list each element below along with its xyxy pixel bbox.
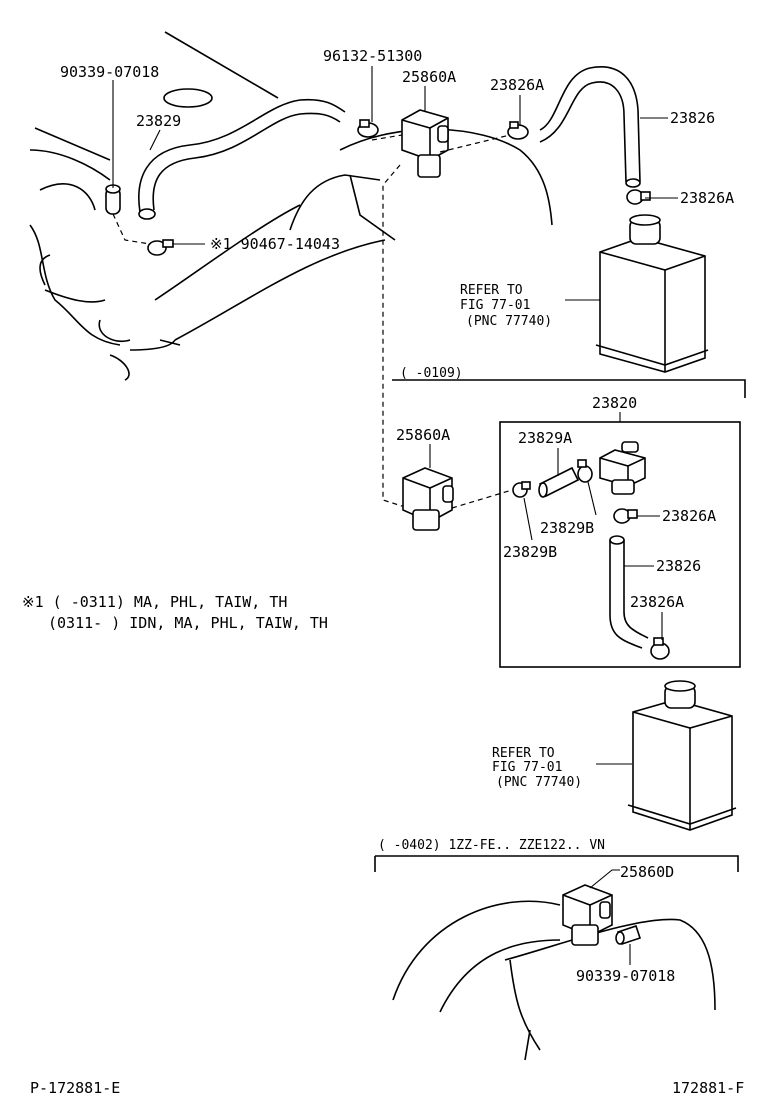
pipe-90339-07018-bottom xyxy=(615,924,642,946)
label-96132-51300: 96132-51300 xyxy=(323,47,422,65)
label-23826A-mid-right: 23826A xyxy=(662,507,716,525)
label-refer-top-1: REFER TO xyxy=(460,283,523,298)
label-23826A-mid-low: 23826A xyxy=(630,593,684,611)
label-bracket-0109: ( -0109) xyxy=(400,366,463,381)
label-23826A-top-left: 23826A xyxy=(490,76,544,94)
label-23826-top: 23826 xyxy=(670,109,715,127)
bracket-0402 xyxy=(374,855,739,872)
label-23826A-top-right: 23826A xyxy=(680,189,734,207)
leader-lines-top xyxy=(112,66,678,301)
label-25860A-mid: 25860A xyxy=(396,426,450,444)
leader-23829B-left xyxy=(523,497,533,541)
clamp-23829B-left xyxy=(512,481,531,498)
clamp-23826A-mid-low xyxy=(650,637,670,660)
footer-left: P-172881-E xyxy=(30,1079,120,1097)
dash-link-vsv-hose-top xyxy=(439,134,511,153)
dash-link-mid xyxy=(451,489,513,509)
canister-top xyxy=(595,214,709,373)
leader-23829B-right xyxy=(587,481,597,516)
label-90467-14043: ※1 90467-14043 xyxy=(210,235,340,253)
note-line-1: ※1 ( -0311) MA, PHL, TAIW, TH xyxy=(22,593,287,611)
hose-23826-top xyxy=(539,66,641,188)
dash-link-vertical xyxy=(382,164,409,509)
pipe-90339-07018-top xyxy=(105,184,121,215)
label-23829: 23829 xyxy=(136,112,181,130)
label-bracket-0402: ( -0402) 1ZZ-FE.. ZZE122.. VN xyxy=(378,838,605,853)
clamp-23826A-top-right xyxy=(626,189,651,205)
leader-25860D xyxy=(589,869,620,889)
vsv-25860D xyxy=(562,884,613,946)
label-refer-top-2: FIG 77-01 xyxy=(460,298,530,313)
clamp-23829B-right xyxy=(577,459,593,483)
clamp-23826A-mid-right xyxy=(613,508,638,524)
box-23820 xyxy=(499,421,741,668)
label-90339-07018-top: 90339-07018 xyxy=(60,63,159,81)
tube-23829A xyxy=(538,466,580,498)
label-refer-mid-1: REFER TO xyxy=(492,746,555,761)
label-refer-mid-3: (PNC 77740) xyxy=(496,775,582,790)
ring-seal-top xyxy=(163,88,213,108)
label-25860A-top: 25860A xyxy=(402,68,456,86)
clamp-90467-14043 xyxy=(147,239,174,256)
hose-23826-mid xyxy=(609,535,649,649)
canister-mid xyxy=(627,680,737,831)
note-line-2: (0311- ) IDN, MA, PHL, TAIW, TH xyxy=(48,614,328,632)
vsv-25860A-mid xyxy=(402,467,454,531)
vsv-25860A-top xyxy=(401,109,449,178)
label-23820: 23820 xyxy=(592,394,637,412)
check-valve-23820 xyxy=(599,441,646,495)
hose-23829 xyxy=(138,98,346,220)
engine-outline-bottom xyxy=(392,900,716,1061)
label-23829B-left: 23829B xyxy=(503,543,557,561)
label-23829B-right: 23829B xyxy=(540,519,594,537)
label-90339-07018-bottom: 90339-07018 xyxy=(576,967,675,985)
label-refer-mid-2: FIG 77-01 xyxy=(492,760,562,775)
label-25860D: 25860D xyxy=(620,863,674,881)
label-23829A: 23829A xyxy=(518,429,572,447)
clamp-23826A-top-left xyxy=(507,121,529,140)
label-refer-top-3: (PNC 77740) xyxy=(466,314,552,329)
dash-link-top-left xyxy=(112,213,151,245)
clamp-96132-51300 xyxy=(357,119,379,138)
footer-right: 172881-F xyxy=(672,1079,744,1097)
label-23826-mid: 23826 xyxy=(656,557,701,575)
bracket-0109 xyxy=(392,379,746,398)
